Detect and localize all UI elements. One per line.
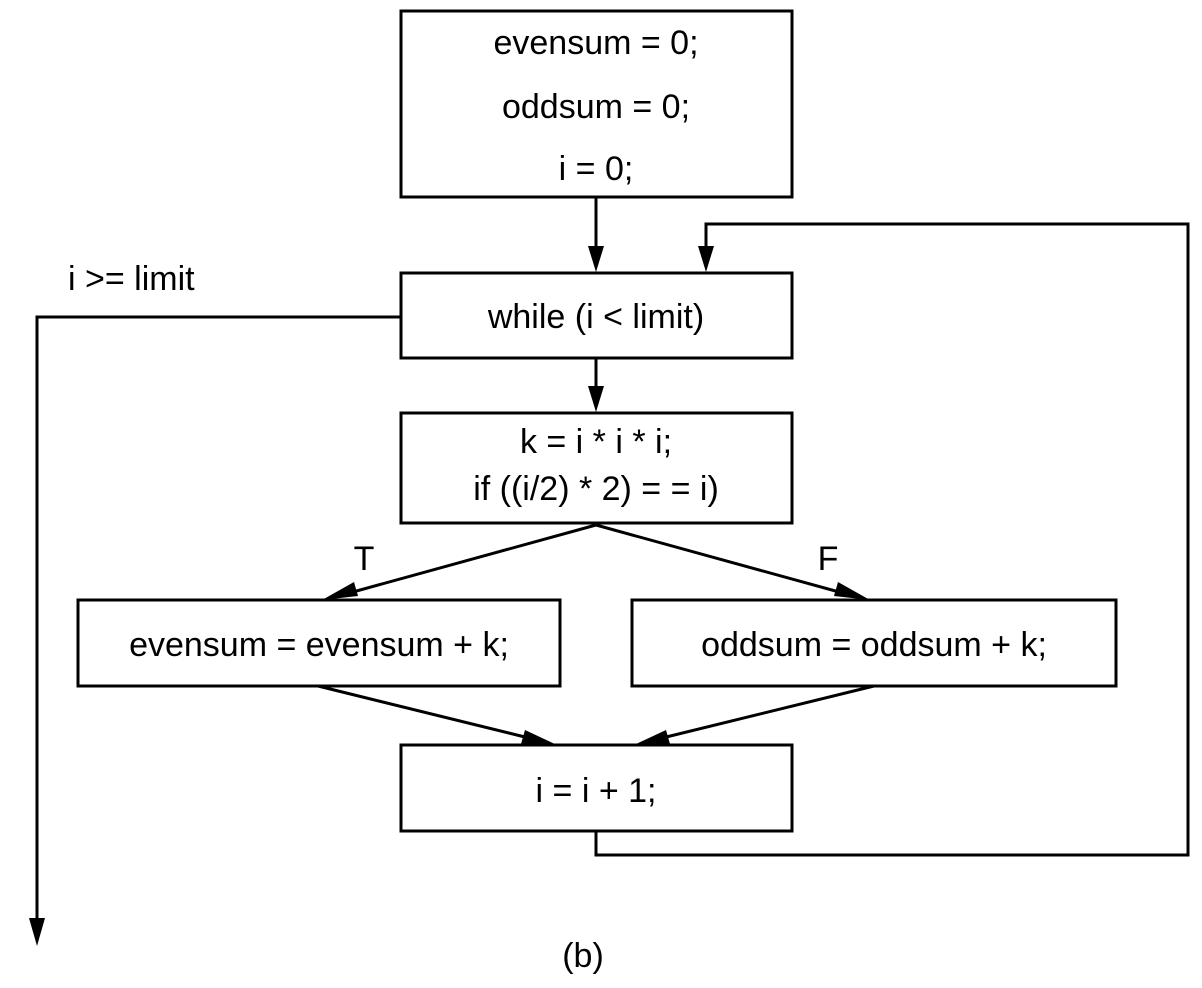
node-init-box xyxy=(399,9,794,199)
arrowhead-icon xyxy=(634,730,670,745)
node-even: evensum = evensum + k; xyxy=(76,598,562,688)
node-loop: while (i < limit) xyxy=(399,271,794,360)
arrowhead-icon xyxy=(588,246,604,272)
node-test: k = i * i * i; if ((i/2) * 2) = = i) xyxy=(399,411,794,525)
figure-caption: (b) xyxy=(562,937,604,975)
arrowhead-icon xyxy=(698,246,714,272)
arrowhead-icon xyxy=(588,386,604,412)
edge-loop-to-test xyxy=(588,358,604,412)
node-odd: oddsum = oddsum + k; xyxy=(630,598,1118,688)
node-test-line-2: if ((i/2) * 2) = = i) xyxy=(473,470,719,508)
node-test-line-1: k = i * i * i; xyxy=(520,423,672,461)
edge-init-to-loop xyxy=(588,197,604,272)
edge-label-true: T xyxy=(354,540,375,578)
edge-label-exit: i >= limit xyxy=(68,260,195,298)
node-loop-line-1: while (i < limit) xyxy=(487,298,704,336)
arrowhead-icon xyxy=(29,918,45,946)
node-incr: i = i + 1; xyxy=(399,743,794,833)
edge-incr-to-loop xyxy=(594,222,1190,857)
arrowhead-icon xyxy=(834,582,870,600)
node-loop-box xyxy=(399,271,794,360)
edge-test-to-even: T xyxy=(322,523,597,600)
node-incr-box xyxy=(399,743,794,833)
node-init: evensum = 0; oddsum = 0; i = 0; xyxy=(399,9,794,199)
node-init-line-2: oddsum = 0; xyxy=(502,88,690,126)
node-incr-line-1: i = i + 1; xyxy=(536,772,657,810)
node-even-box xyxy=(76,598,562,688)
node-odd-line-1: oddsum = oddsum + k; xyxy=(701,626,1047,664)
node-init-line-1: evensum = 0; xyxy=(493,24,698,62)
node-test-box xyxy=(399,411,794,525)
edge-test-to-odd: F xyxy=(595,523,870,600)
node-even-line-1: evensum = evensum + k; xyxy=(129,626,509,664)
edge-label-false: F xyxy=(818,540,839,578)
arrowhead-icon xyxy=(521,730,557,745)
node-init-line-3: i = 0; xyxy=(559,150,634,188)
edge-even-to-incr xyxy=(317,684,557,745)
arrowhead-icon xyxy=(322,582,358,600)
edge-odd-to-incr xyxy=(634,684,875,745)
edge-loop-to-exit: i >= limit xyxy=(29,260,401,946)
